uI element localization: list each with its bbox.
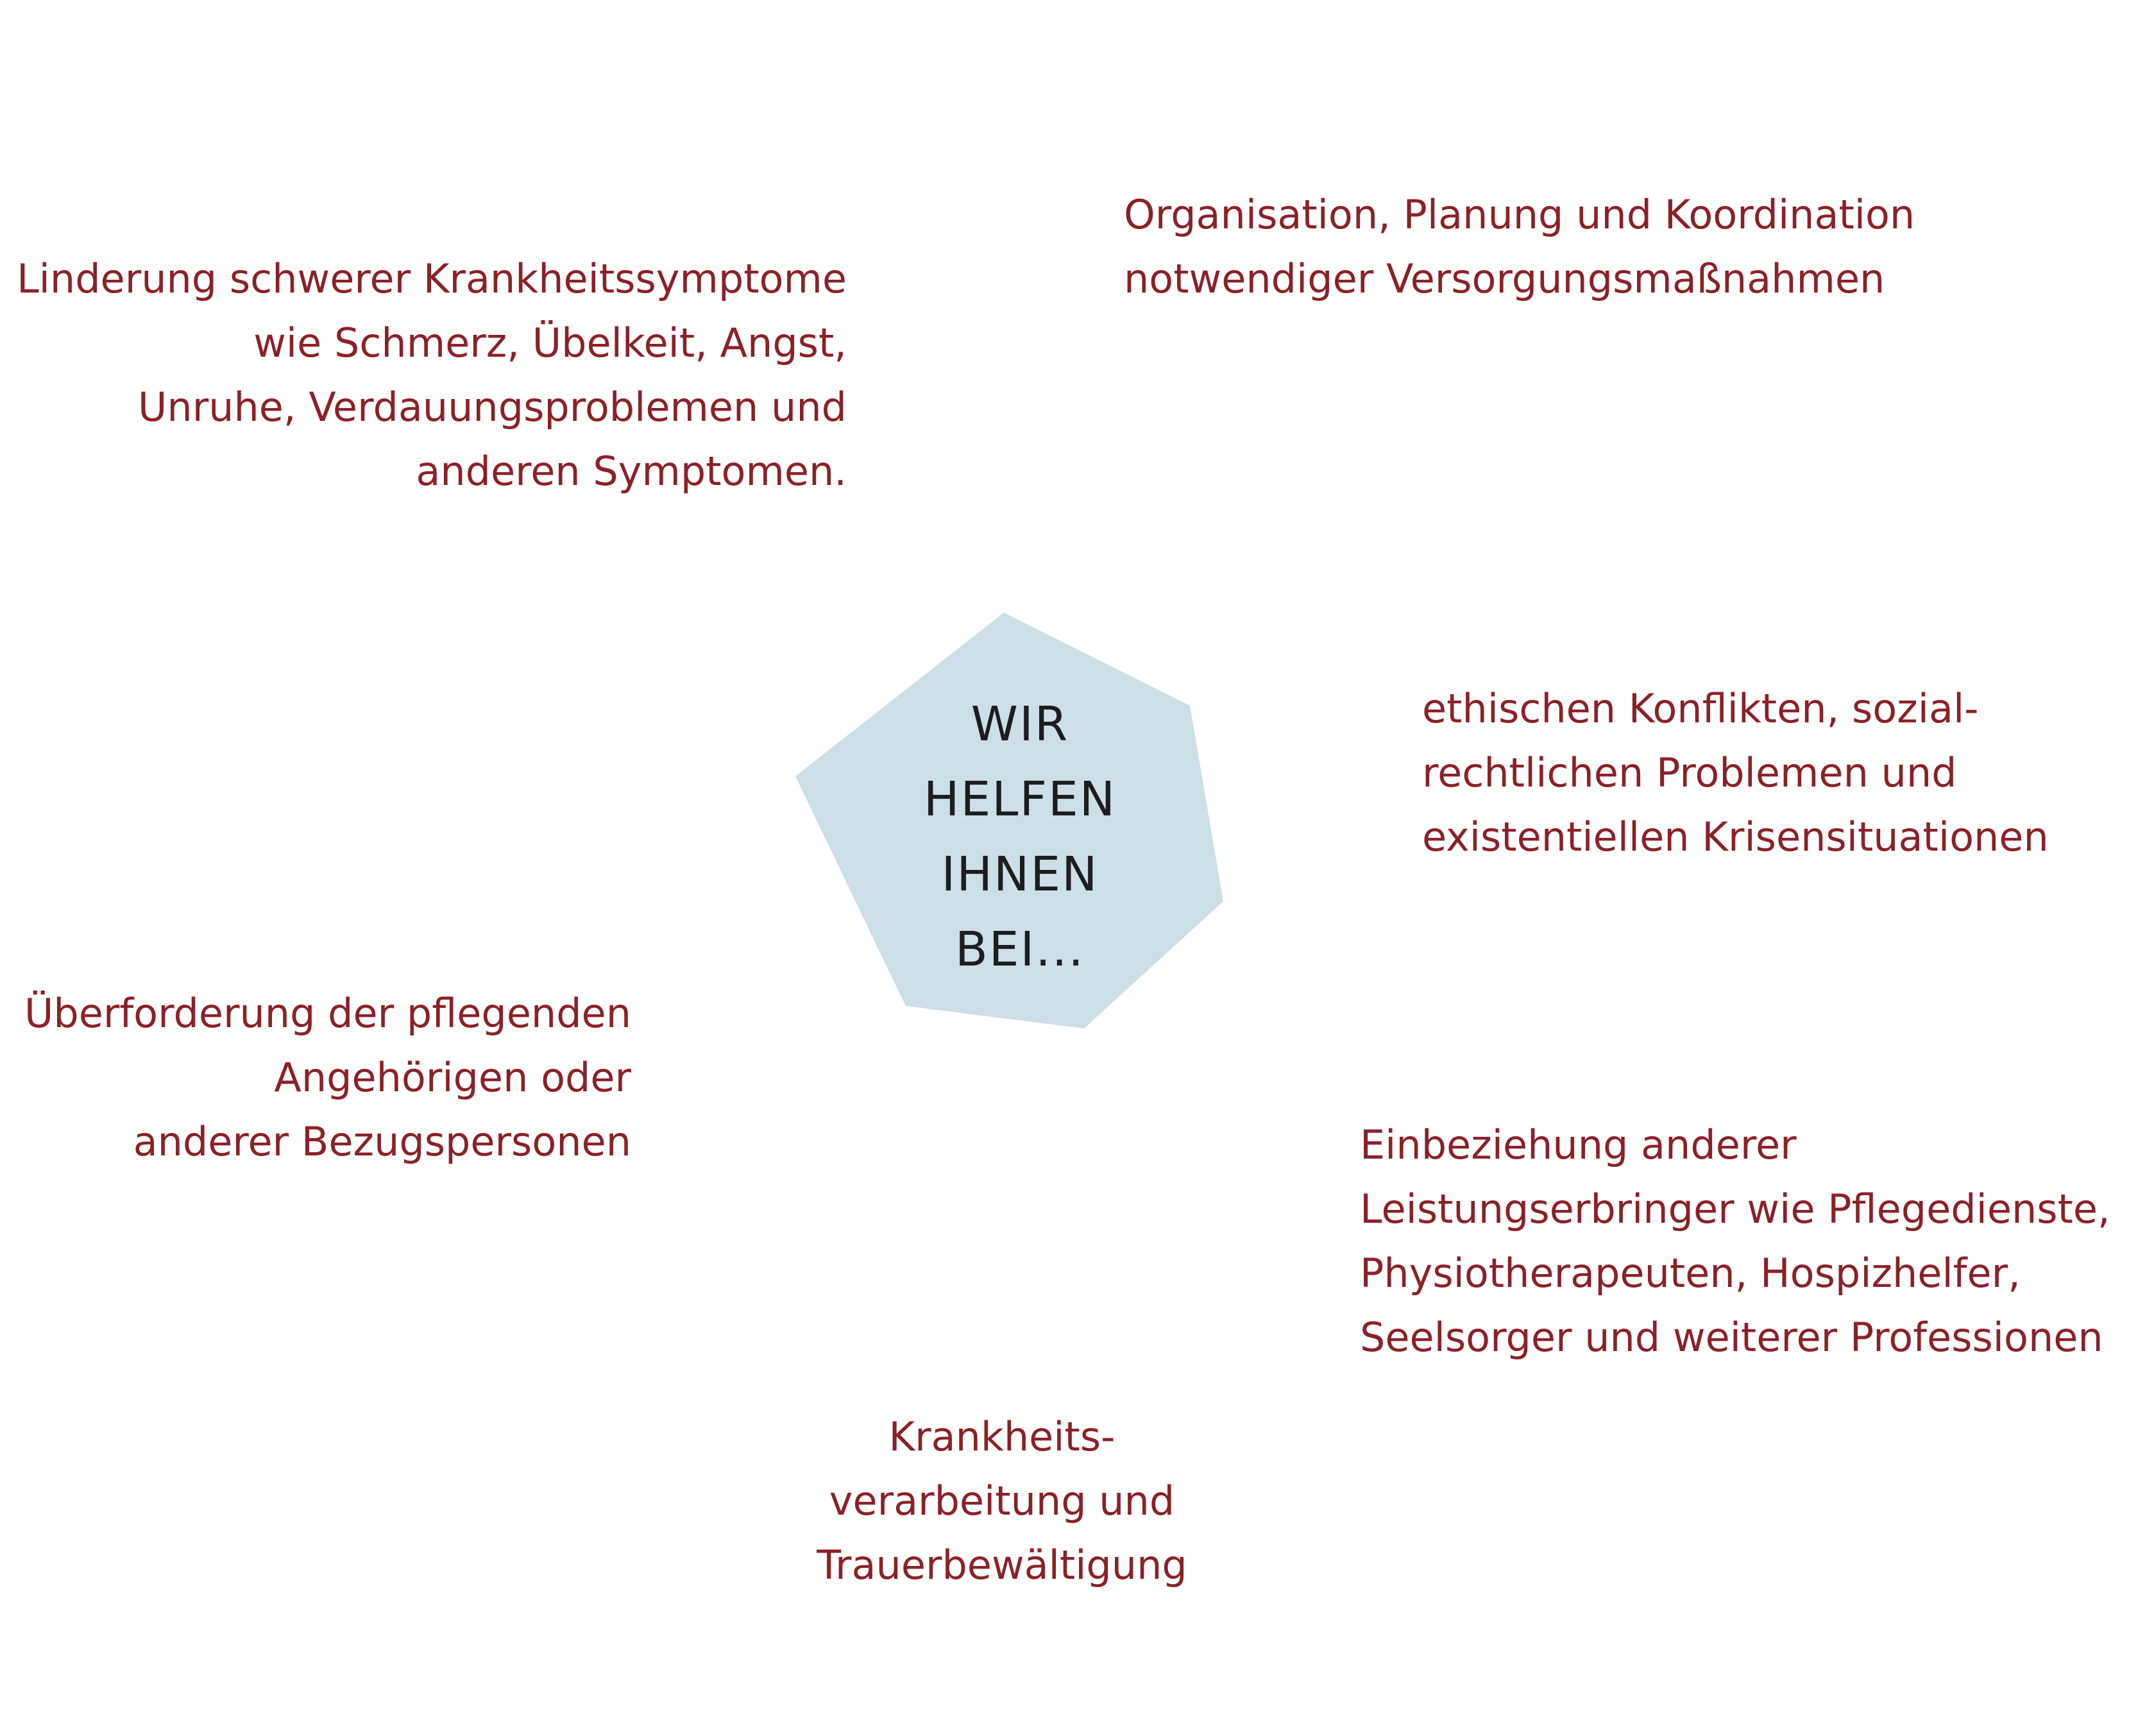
symptoms-line-3: Unruhe, Verdauungsproblemen und [138, 384, 847, 430]
services-line-3: Physiotherapeuten, Hospizhelfer, [1360, 1250, 2021, 1297]
grief-line-1: Krankheits- [888, 1413, 1115, 1460]
item-care-organisation: Organisation, Planung und Koordination n… [1124, 183, 1915, 311]
item-ethical-conflicts: ethischen Konflikten, sozial- rechtliche… [1422, 677, 2049, 869]
center-line-1: WIR [971, 697, 1069, 752]
services-line-2: Leistungserbringer wie Pflegedienste, [1360, 1186, 2110, 1232]
center-line-2: HELFEN [923, 772, 1117, 827]
ethics-line-3: existentiellen Krisensituationen [1422, 813, 2049, 860]
symptoms-line-1: Linderung schwerer Krankheitssymptome [17, 255, 847, 302]
overload-line-3: anderer Bezugspersonen [133, 1118, 631, 1165]
center-line-3: IHNEN [941, 847, 1099, 902]
item-symptom-relief: Linderung schwerer Krankheitssymptome wi… [17, 247, 847, 504]
symptoms-line-2: wie Schmerz, Übelkeit, Angst, [253, 319, 847, 366]
grief-line-2: verarbeitung und [829, 1477, 1175, 1524]
item-grief-processing: Krankheits- verarbeitung und Trauerbewäl… [810, 1405, 1194, 1597]
organisation-line-2: notwendiger Versorgungsmaßnahmen [1124, 255, 1885, 302]
center-pentagon [795, 613, 1223, 1028]
ethics-line-2: rechtlichen Problemen und [1422, 749, 1957, 796]
ethics-line-1: ethischen Konflikten, sozial- [1422, 685, 1979, 732]
center-line-4: BEI... [955, 922, 1085, 977]
item-other-providers: Einbeziehung anderer Leistungserbringer … [1360, 1113, 2110, 1370]
center-label: WIR HELFEN IHNEN BEI... [885, 683, 1155, 991]
overload-line-2: Angehörigen oder [274, 1054, 631, 1101]
services-line-4: Seelsorger und weiterer Professionen [1360, 1314, 2103, 1361]
services-line-1: Einbeziehung anderer [1360, 1121, 1797, 1168]
overload-line-1: Überforderung der pflegenden [24, 990, 631, 1037]
symptoms-line-4: anderen Symptomen. [416, 448, 847, 495]
grief-line-3: Trauerbewältigung [817, 1542, 1187, 1588]
item-caregiver-overload: Überforderung der pflegenden Angehörigen… [24, 982, 631, 1174]
organisation-line-1: Organisation, Planung und Koordination [1124, 191, 1915, 238]
